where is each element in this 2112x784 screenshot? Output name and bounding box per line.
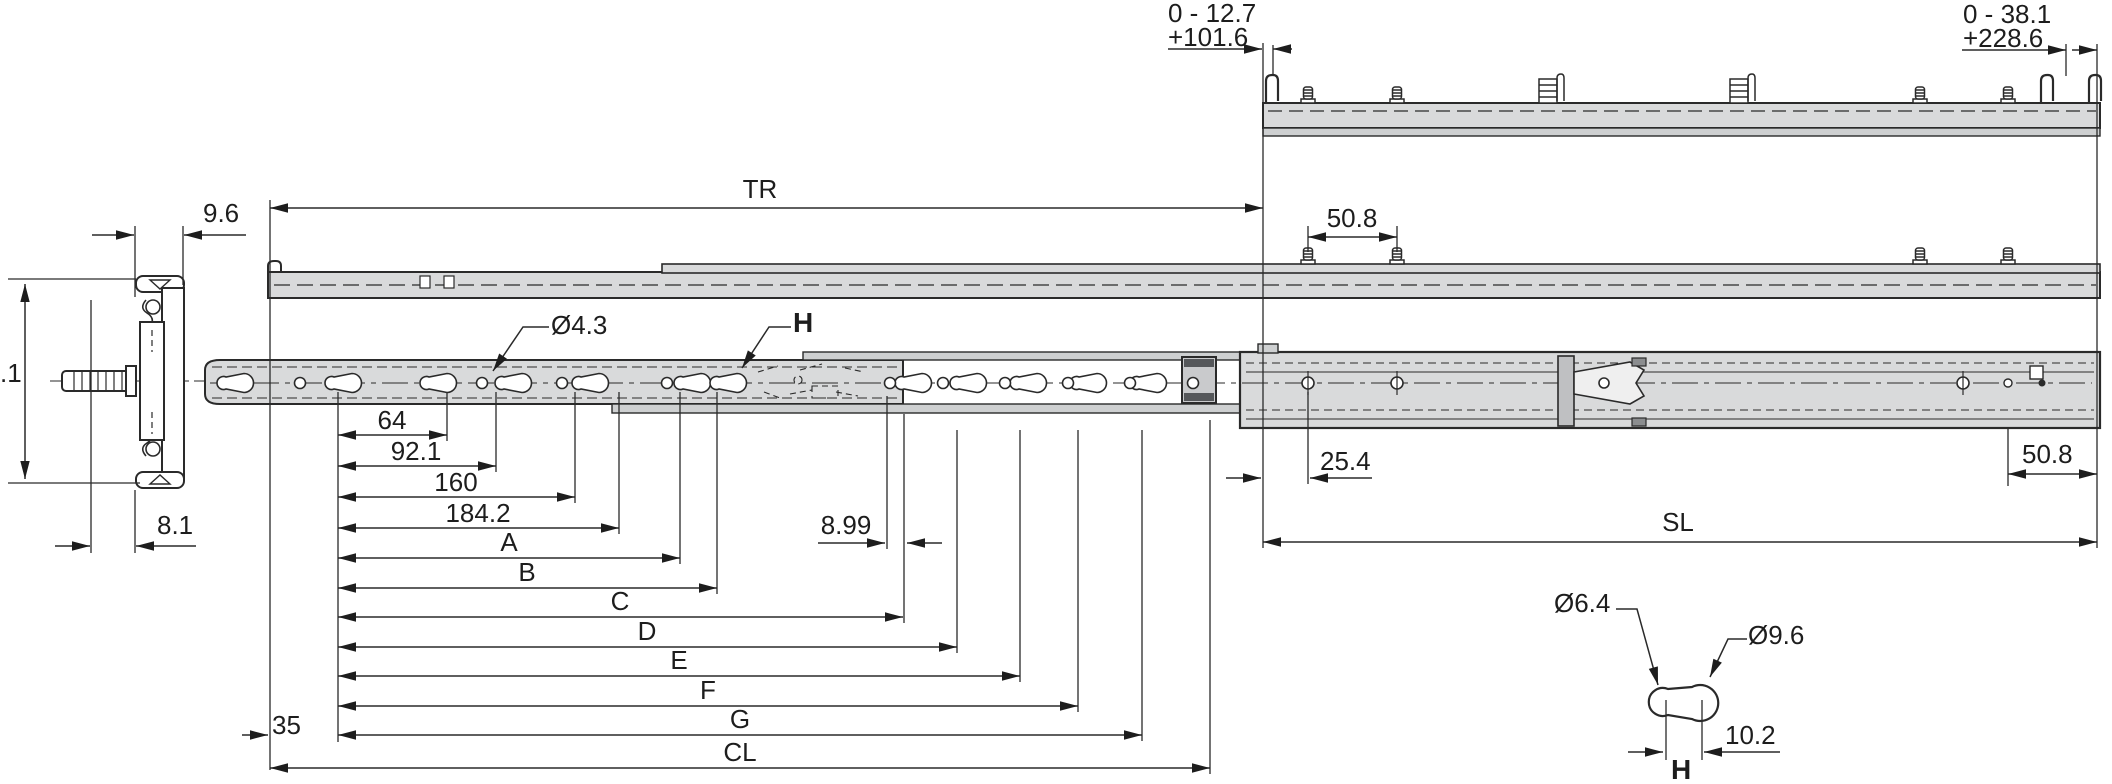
dim-label-detail-ref: H <box>1671 754 1692 784</box>
dim-label-hole-2: 92.1 <box>390 436 442 466</box>
dim-label-hole-5: A <box>500 527 518 557</box>
latch-mechanism <box>1557 355 1647 427</box>
dim-label-front-adjust-ext: +101.6 <box>1168 22 1249 52</box>
dim-label-front-margin: 35 <box>272 710 301 740</box>
dim-label-section-width: 9.6 <box>203 198 240 228</box>
dim-label-section-offset: 8.1 <box>157 510 194 540</box>
dim-label-outer-length: SL <box>1662 507 1694 537</box>
dim-label-hole-6: B <box>518 557 536 587</box>
cross-section-view <box>50 275 205 489</box>
dim-label-hole-11: G <box>729 704 751 734</box>
dim-label-hole-10: F <box>700 675 716 705</box>
dim-label-hole-9: E <box>670 645 688 675</box>
dim-label-closed-length: CL <box>723 737 757 767</box>
dim-label-rear-adjust-range: 0 - 38.1 <box>1963 0 2052 29</box>
top-mount-view <box>1262 73 2103 137</box>
dim-label-slot-offset: 8.99 <box>820 510 872 540</box>
dim-label-hole-1: 64 <box>377 405 407 435</box>
dim-label-keyhole-ref: H <box>793 307 814 338</box>
dim-label-hole-4: 184.2 <box>445 498 511 528</box>
extension-lines <box>8 43 2098 774</box>
keyhole-detail-view <box>1647 683 1720 723</box>
closed-view <box>267 247 2101 299</box>
dim-label-detail-offset: 10.2 <box>1725 720 1776 750</box>
dim-label-hole-dia: Ø4.3 <box>551 310 608 340</box>
dim-label-outer-front-hole: 25.4 <box>1320 446 1371 476</box>
dim-label-detail-large-dia: Ø9.6 <box>1748 620 1805 650</box>
dim-label-section-height: .1 <box>0 358 22 388</box>
extended-view <box>204 343 2102 430</box>
dim-label-hole-7: C <box>610 586 630 616</box>
dim-label-hole-3: 160 <box>434 467 478 497</box>
dim-label-stud-spacing: 50.8 <box>1326 203 1378 233</box>
dim-label-outer-rear-hole: 50.8 <box>2022 439 2073 469</box>
dim-label-travel: TR <box>742 174 778 204</box>
dim-label-front-adjust-range: 0 - 12.7 <box>1168 0 1257 28</box>
dim-label-detail-small-dia: Ø6.4 <box>1554 588 1611 618</box>
dim-label-rear-adjust-ext: +228.6 <box>1963 23 2044 53</box>
dim-label-hole-8: D <box>637 616 657 646</box>
